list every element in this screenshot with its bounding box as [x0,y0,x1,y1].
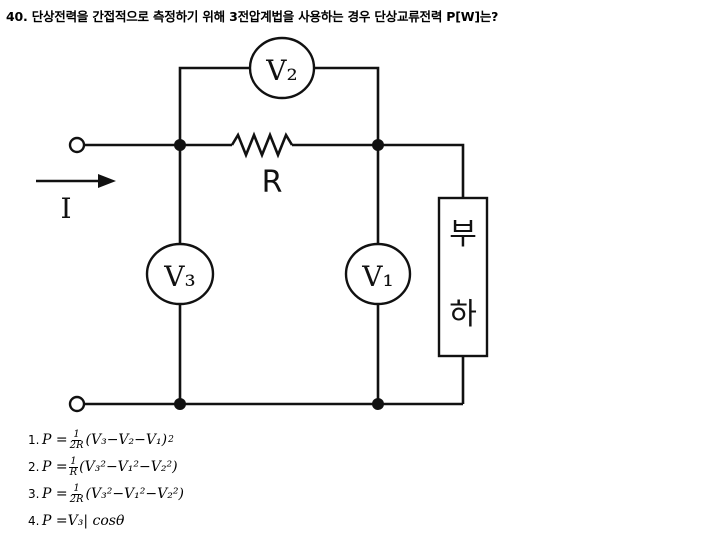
answer-choices: 1. P = 1 2R (V₃−V₂−V₁) 2 2. P = 1 R (V₃²… [28,428,184,536]
question-text: 40. 단상전력을 간접적으로 측정하기 위해 3전압계법을 사용하는 경우 단… [6,9,499,24]
choice-formula: P = 1 R (V₃²−V₁²−V₂²) [42,455,178,478]
voltmeter-v3 [145,242,215,306]
fraction-denominator: 2R [69,439,84,451]
fraction-numerator: 1 [72,482,81,495]
input-terminal-top [68,136,86,154]
choice-4[interactable]: 4. P =V₃| cosθ [28,509,184,533]
current-arrowhead [98,174,116,188]
formula-lhs: P = [42,486,68,502]
formula-exponent: 2 [168,435,174,445]
choice-formula: P = 1 2R (V₃−V₂−V₁) 2 [42,428,174,451]
voltmeter-v1 [344,242,412,306]
choice-number: 1. [28,433,40,447]
junction-node [372,139,384,151]
choice-formula: P =V₃| cosθ [42,513,125,529]
input-terminal-bottom [68,395,86,413]
choice-number: 3. [28,487,40,501]
voltmeter-v2 [248,36,316,100]
current-label: I [60,192,71,225]
choice-formula: P = 1 2R (V₃²−V₁²−V₂²) [42,482,184,505]
fraction: 1 2R [69,482,85,505]
junction-node [372,398,384,410]
junction-node [174,398,186,410]
resistor-label: R [262,165,283,200]
voltmeter-v1-label: V₁ [361,260,393,293]
formula-body: (V₃−V₂−V₁) [85,432,168,448]
fraction: 1 R [69,455,79,478]
load-box [437,196,489,358]
choice-3[interactable]: 3. P = 1 2R (V₃²−V₁²−V₂²) [28,482,184,506]
fraction: 1 2R [69,428,85,451]
choice-number: 2. [28,460,40,474]
fraction-denominator: 2R [69,493,84,505]
circuit-diagram: 부 하 V₂ V₃ V₁ R I [36,36,489,413]
fraction-numerator: 1 [72,428,81,441]
fraction-denominator: R [69,466,78,478]
wire-v2-loop [178,66,250,145]
voltmeter-v2-label: V₂ [265,54,297,87]
voltmeter-v3-label: V₃ [163,260,195,293]
formula-body: (V₃²−V₁²−V₂²) [79,459,178,475]
junction-node [174,139,186,151]
wire-to-load-top [378,143,465,198]
fraction-numerator: 1 [69,455,78,468]
formula-lhs: P = [42,432,68,448]
wire-v2-loop-right [314,66,380,145]
formula-lhs: P = [42,459,68,475]
resistor-symbol [230,131,294,159]
choice-number: 4. [28,514,40,528]
choice-2[interactable]: 2. P = 1 R (V₃²−V₁²−V₂²) [28,455,184,479]
load-char-2: 하 [449,297,477,332]
choice-1[interactable]: 1. P = 1 2R (V₃−V₂−V₁) 2 [28,428,184,452]
formula-body: (V₃²−V₁²−V₂²) [85,486,184,502]
load-char-1: 부 [449,217,477,252]
